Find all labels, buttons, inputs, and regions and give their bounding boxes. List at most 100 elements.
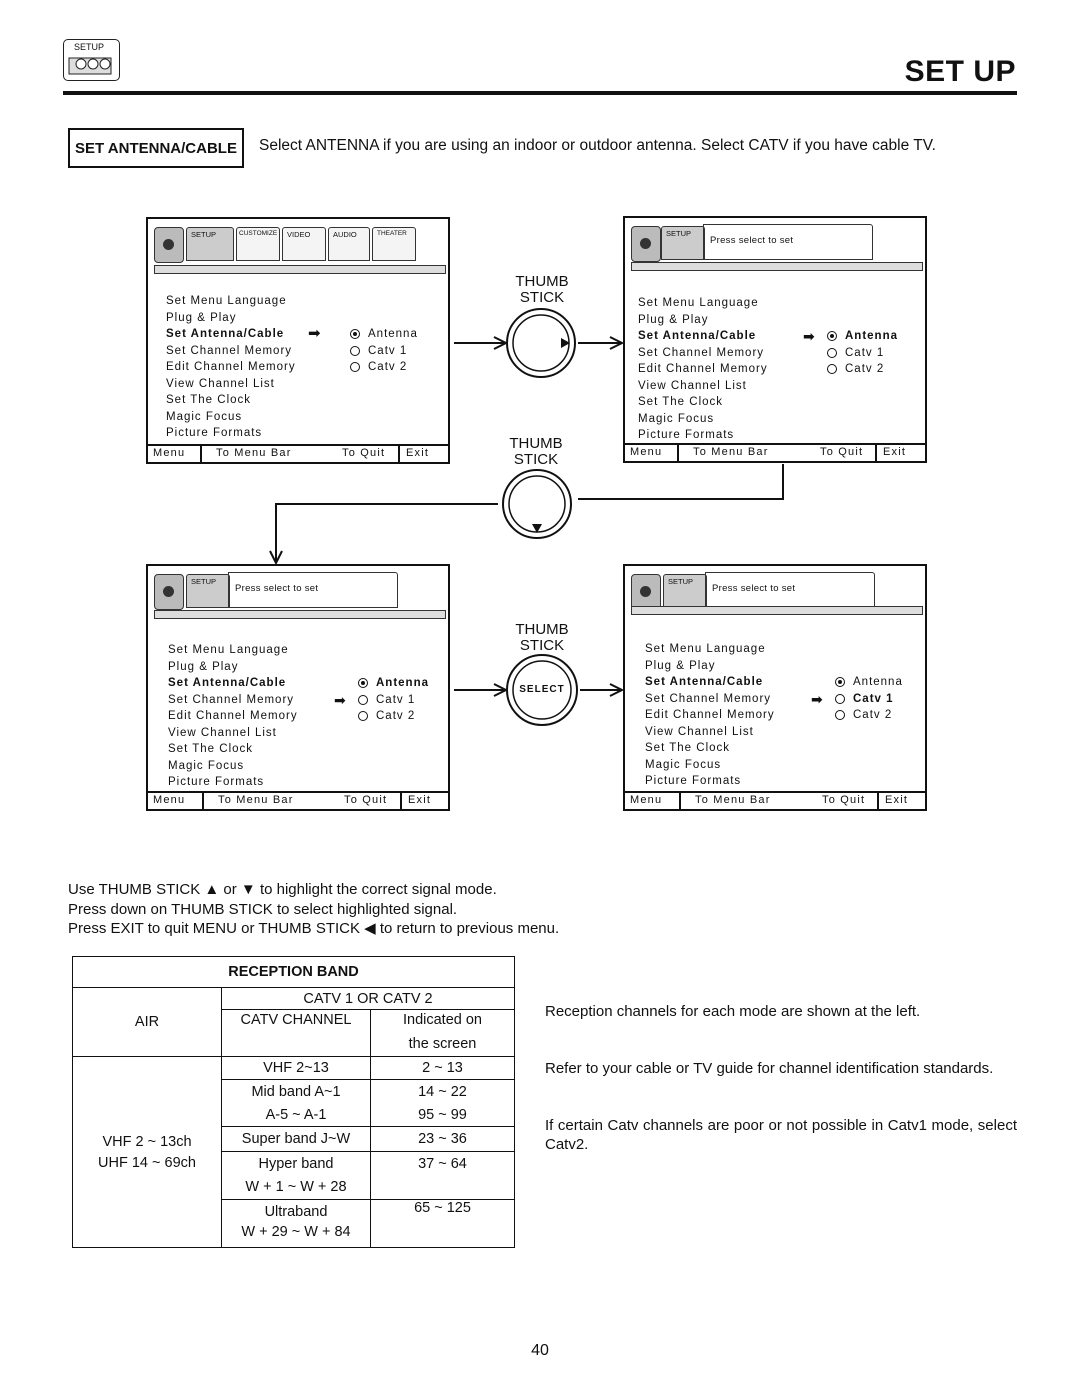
thumb-stick-down-icon bbox=[502, 469, 572, 539]
tab-setup: SETUP bbox=[186, 227, 234, 261]
side-note-2: Refer to your cable or TV guide for chan… bbox=[545, 1060, 994, 1077]
instruction-line: Press EXIT to quit MENU or THUMB STICK ◀… bbox=[68, 920, 560, 937]
option-antenna: Antenna bbox=[833, 674, 903, 691]
flow-diagram bbox=[0, 308, 784, 726]
bar-to-quit: To Quit bbox=[342, 447, 386, 459]
tv-screen-1: SETUP CUSTOMIZE VIDEO AUDIO THEATER Set … bbox=[146, 217, 450, 464]
air-cell: AIR bbox=[72, 987, 222, 1057]
catv-header: CATV 1 OR CATV 2 bbox=[221, 987, 515, 1010]
bar-to-quit: To Quit bbox=[820, 446, 864, 458]
menu-list: Set Menu Language Plug & Play Set Antenn… bbox=[168, 642, 298, 791]
menu-item: Magic Focus bbox=[166, 410, 243, 423]
menu-strip bbox=[154, 610, 446, 619]
setup-icon-label: SETUP bbox=[74, 42, 105, 52]
thumbstick-icon bbox=[154, 227, 184, 263]
menu-item: Set Channel Memory bbox=[638, 346, 765, 359]
menu-item-selected: Set Antenna/Cable bbox=[645, 676, 764, 688]
tv-screen-2: SETUP Press select to set Set Menu Langu… bbox=[623, 216, 927, 463]
menu-item: Set Channel Memory bbox=[168, 693, 295, 706]
option-list: Antenna Catv 1 Catv 2 bbox=[348, 326, 418, 376]
instruction-line: Use THUMB STICK ▲ or ▼ to highlight the … bbox=[68, 881, 497, 898]
thumbstick-icon bbox=[154, 574, 184, 610]
tab-setup: SETUP bbox=[661, 226, 705, 260]
option-catv1: ➡Catv 1 bbox=[334, 691, 416, 708]
band-cell: A-5 ~ A-1 bbox=[221, 1104, 371, 1127]
band-cell: W + 1 ~ W + 28 bbox=[221, 1175, 371, 1200]
menu-item: Set The Clock bbox=[166, 394, 252, 406]
channel-cell: 2 ~ 13 bbox=[370, 1056, 515, 1080]
bottom-bar: Menu To Menu Bar To Quit Exit bbox=[625, 791, 925, 809]
tab-customize: CUSTOMIZE bbox=[236, 227, 280, 261]
thumb-stick-select-icon bbox=[506, 654, 578, 726]
thumbstick-icon bbox=[631, 226, 661, 262]
side-note-3: If certain Catv channels are poor or not… bbox=[545, 1117, 1017, 1153]
bar-exit: Exit bbox=[883, 446, 907, 458]
menu-strip bbox=[631, 606, 923, 615]
option-antenna: Antenna bbox=[348, 326, 418, 343]
indicated-header-2: the screen bbox=[370, 1032, 515, 1057]
menu-item: View Channel List bbox=[645, 725, 754, 738]
menu-item: Edit Channel Memory bbox=[645, 709, 775, 721]
bar-to-menu-bar: To Menu Bar bbox=[695, 794, 771, 806]
menu-item: Set Menu Language bbox=[638, 297, 759, 309]
thumbstick-icon bbox=[631, 574, 661, 610]
menu-item: Magic Focus bbox=[645, 758, 722, 771]
tab-setup: SETUP bbox=[186, 574, 230, 608]
menu-item: Picture Formats bbox=[645, 775, 742, 787]
option-antenna: ➡Antenna bbox=[803, 328, 898, 344]
menu-item: Set The Clock bbox=[168, 743, 254, 755]
band-cell: Super band J~W bbox=[221, 1126, 371, 1152]
air-vhf: VHF 2 ~ 13ch bbox=[102, 1133, 192, 1150]
section-label: SET ANTENNA/CABLE bbox=[68, 128, 244, 168]
bar-menu: Menu bbox=[153, 447, 186, 459]
air-uhf: UHF 14 ~ 69ch bbox=[98, 1154, 196, 1171]
section-intro: Select ANTENNA if you are using an indoo… bbox=[259, 137, 936, 154]
menu-item: Set Channel Memory bbox=[645, 692, 772, 705]
tab-theater: THEATER bbox=[372, 227, 416, 261]
channel-cell: 95 ~ 99 bbox=[370, 1104, 515, 1127]
menu-item: Edit Channel Memory bbox=[166, 361, 296, 373]
menu-item: Set Menu Language bbox=[166, 295, 287, 307]
option-catv1: Catv 1 bbox=[348, 343, 418, 360]
side-note-1: Reception channels for each mode are sho… bbox=[545, 1003, 921, 1020]
select-label: SELECT bbox=[519, 684, 565, 695]
prompt-box: Press select to set bbox=[703, 224, 873, 260]
setup-section-icon: SETUP bbox=[63, 39, 120, 81]
bar-exit: Exit bbox=[408, 794, 432, 806]
header-rule bbox=[63, 91, 1017, 95]
bottom-bar: Menu To Menu Bar To Quit Exit bbox=[148, 444, 448, 462]
band-cell: Mid band A~1 bbox=[221, 1079, 371, 1105]
page-title: SET UP bbox=[904, 55, 1016, 88]
bar-to-menu-bar: To Menu Bar bbox=[218, 794, 294, 806]
reception-band-table: RECEPTION BAND AIR CATV 1 OR CATV 2 CATV… bbox=[72, 956, 515, 1248]
menu-item-selected: Set Antenna/Cable bbox=[168, 677, 287, 689]
channel-cell: 23 ~ 36 bbox=[370, 1126, 515, 1152]
menu-strip bbox=[631, 262, 923, 271]
menu-strip bbox=[154, 265, 446, 274]
bar-exit: Exit bbox=[406, 447, 430, 459]
tab-video: VIDEO bbox=[282, 227, 326, 261]
pointer-icon: ➡ bbox=[308, 325, 321, 342]
option-catv2: Catv 2 bbox=[833, 707, 903, 724]
channel-cell: 14 ~ 22 bbox=[370, 1079, 515, 1105]
menu-item: View Channel List bbox=[168, 726, 277, 739]
menu-item: Magic Focus bbox=[638, 412, 715, 425]
option-catv2: Catv 2 bbox=[356, 708, 429, 725]
menu-item: Set Channel Memory bbox=[166, 344, 293, 357]
band-cell: VHF 2~13 bbox=[221, 1056, 371, 1080]
reels-icon bbox=[68, 57, 112, 75]
channel-cell: 37 ~ 64 bbox=[370, 1151, 515, 1176]
menu-item: Picture Formats bbox=[638, 429, 735, 441]
connector-line bbox=[578, 464, 784, 500]
menu-item: Edit Channel Memory bbox=[168, 710, 298, 722]
band-cell: Hyper band bbox=[221, 1151, 371, 1176]
tab-setup: SETUP bbox=[663, 574, 707, 608]
tv-screen-3: SETUP Press select to set Set Menu Langu… bbox=[146, 564, 450, 811]
bar-menu: Menu bbox=[630, 794, 663, 806]
bar-exit: Exit bbox=[885, 794, 909, 806]
bottom-bar: Menu To Menu Bar To Quit Exit bbox=[625, 443, 925, 461]
menu-item: Set The Clock bbox=[645, 742, 731, 754]
menu-item: Picture Formats bbox=[166, 427, 263, 439]
